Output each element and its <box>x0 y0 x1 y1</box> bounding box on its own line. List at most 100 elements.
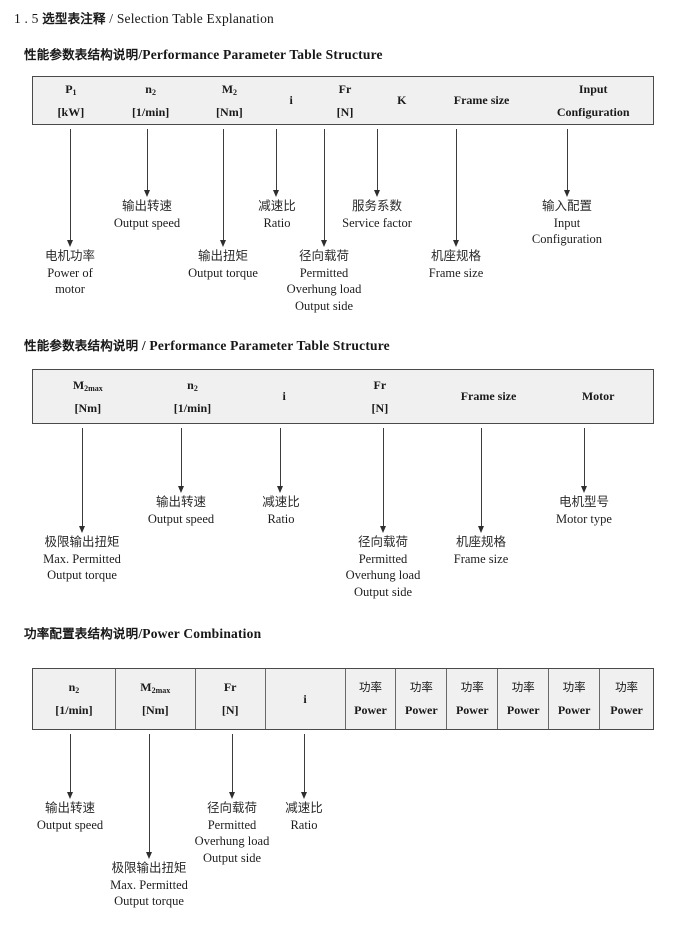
label-power-of-motor-cn: 电机功率 <box>44 248 96 263</box>
table3-col-m2max-unit: [Nm] <box>141 703 169 717</box>
label-ratio-3-cn: 减速比 <box>285 800 323 815</box>
label-max-permitted-torque-1: 极限输出扭矩 Max. Permitted Output torque <box>43 534 121 584</box>
arrow-to-ratio-2 <box>276 428 285 493</box>
label-overhung-load-2-en3: Output side <box>354 584 412 599</box>
section3-heading-en: Power Combination <box>142 626 262 641</box>
arrow-to-max-permitted-torque-2 <box>145 734 154 859</box>
section3-heading-separator: / <box>138 626 143 641</box>
section2-heading-cn: 性能参数表结构说明 <box>24 338 139 353</box>
page-title-cn: 选型表注释 <box>42 11 106 26</box>
label-overhung-load-2-en1: Permitted <box>358 551 408 566</box>
page-title-en: Selection Table Explanation <box>116 11 274 26</box>
table1-col-i: i <box>266 77 316 124</box>
label-ratio-3: 减速比 Ratio <box>285 800 323 833</box>
label-output-torque: 输出扭矩 Output torque <box>188 248 258 281</box>
arrow-to-overhung-load-3 <box>228 734 237 799</box>
label-overhung-load-1-en2: Overhung load <box>286 282 362 296</box>
label-overhung-load-1-en1: Permitted <box>299 265 349 280</box>
table1-col-i-symbol: i <box>289 93 293 108</box>
section-heading-cn: 性能参数表结构说明 <box>24 47 139 62</box>
table2-col-fr-unit: [N] <box>371 400 389 415</box>
table3-col-power-3: 功率 Power <box>446 669 497 729</box>
table3-col-power-4: 功率 Power <box>497 669 548 729</box>
label-input-configuration: 输入配置 Input Configuration <box>532 198 602 248</box>
label-frame-size-1-en: Frame size <box>428 265 484 280</box>
section-heading-separator: / <box>138 47 143 62</box>
table2-col-fr-symbol: Fr <box>373 377 387 392</box>
label-overhung-load-1-cn: 径向载荷 <box>298 248 350 263</box>
table3-col-power-2-en: Power <box>405 702 438 717</box>
table3-col-power-3-en: Power <box>455 702 489 717</box>
label-power-of-motor-en2: motor <box>55 282 85 296</box>
table3-col-i: i <box>264 669 345 729</box>
table3-col-n2: n2 [1/min] <box>33 669 115 729</box>
table3-col-power-4-en: Power <box>506 702 540 717</box>
table1-col-frame-size-label: Frame size <box>453 93 510 108</box>
table1-col-fr: Fr [N] <box>316 77 374 124</box>
label-max-permitted-torque-1-cn: 极限输出扭矩 <box>44 534 120 549</box>
section3-heading-cn: 功率配置表结构说明 <box>24 626 139 641</box>
label-output-speed-1-en: Output speed <box>113 215 181 230</box>
label-max-permitted-torque-2-en2: Output torque <box>114 894 184 908</box>
label-ratio-2-en: Ratio <box>267 511 295 526</box>
section-heading-en: Performance Parameter Table Structure <box>142 47 383 62</box>
table3-col-n2-unit: [1/min] <box>55 703 93 717</box>
table1-col-fr-symbol: Fr <box>338 81 352 96</box>
arrow-to-service-factor <box>373 129 382 197</box>
table1-col-fr-unit: [N] <box>336 104 354 119</box>
label-max-permitted-torque-2-cn: 极限输出扭矩 <box>111 860 187 875</box>
section-heading-power-combination: 功率配置表结构说明/Power Combination <box>24 623 261 642</box>
performance-table-1: P1 [kW] n2 [1/min] M2 [Nm] i Fr [N] K Fr… <box>32 76 654 125</box>
arrow-to-power-of-motor <box>66 129 75 247</box>
label-service-factor-en: Service factor <box>342 215 412 230</box>
label-overhung-load-2-en2: Overhung load <box>345 568 421 582</box>
table2-col-motor-label: Motor <box>581 389 615 404</box>
label-overhung-load-1-en3: Output side <box>295 298 353 313</box>
arrow-to-output-speed-2 <box>177 428 186 493</box>
label-power-of-motor-en1: Power of <box>47 265 93 280</box>
table3-col-power-4-cn: 功率 <box>511 679 535 694</box>
arrow-to-ratio <box>272 129 281 197</box>
section2-heading-separator: / <box>141 338 146 353</box>
table1-col-n2-unit: [1/min] <box>131 104 170 119</box>
table1-col-p1: P1 [kW] <box>33 77 109 124</box>
label-motor-type-en: Motor type <box>556 511 612 526</box>
table3-col-power-2: 功率 Power <box>395 669 446 729</box>
label-ratio-1: 减速比 Ratio <box>258 198 296 231</box>
arrow-to-input-configuration <box>563 129 572 197</box>
table1-col-input-label: Input <box>578 81 608 96</box>
label-overhung-load-2: 径向载荷 Permitted Overhung load Output side <box>346 534 421 600</box>
arrow-to-frame-size-2 <box>477 428 486 533</box>
arrow-to-frame-size <box>452 129 461 247</box>
label-ratio-2: 减速比 Ratio <box>262 494 300 527</box>
table1-col-m2-unit: [Nm] <box>216 104 243 119</box>
table3-col-power-5-cn: 功率 <box>562 679 586 694</box>
table3-col-power-2-cn: 功率 <box>409 679 433 694</box>
label-max-permitted-torque-1-en2: Output torque <box>47 568 117 582</box>
table2-col-i-symbol: i <box>282 389 286 404</box>
label-max-permitted-torque-1-en1: Max. Permitted <box>43 551 121 566</box>
table3-col-power-5: 功率 Power <box>548 669 599 729</box>
table1-col-input-configuration: Input Configuration <box>533 77 653 124</box>
label-service-factor: 服务系数 Service factor <box>342 198 412 231</box>
label-output-speed-3-cn: 输出转速 <box>44 800 95 815</box>
table3-col-power-1-en: Power <box>354 702 387 717</box>
label-output-torque-cn: 输出扭矩 <box>197 248 249 263</box>
table2-col-n2: n2 [1/min] <box>143 370 243 423</box>
label-max-permitted-torque-2-en1: Max. Permitted <box>110 877 188 892</box>
section-number: 1 . 5 <box>14 11 39 26</box>
arrow-to-overhung-load-2 <box>379 428 388 533</box>
section-heading-performance-1: 性能参数表结构说明/Performance Parameter Table St… <box>24 44 383 63</box>
table3-col-power-6-cn: 功率 <box>615 679 639 694</box>
label-overhung-load-1: 径向载荷 Permitted Overhung load Output side <box>287 248 362 314</box>
label-frame-size-1-cn: 机座规格 <box>430 248 481 263</box>
table1-col-k-symbol: K <box>397 93 407 108</box>
label-output-torque-en: Output torque <box>188 265 258 280</box>
section2-heading-en: Performance Parameter Table Structure <box>149 338 390 353</box>
table1-col-configuration-label: Configuration <box>556 104 630 119</box>
table2-col-motor: Motor <box>543 370 653 423</box>
arrow-to-overhung-load <box>320 129 329 247</box>
label-overhung-load-3: 径向载荷 Permitted Overhung load Output side <box>195 800 270 866</box>
table1-col-p1-unit: [kW] <box>57 104 85 119</box>
